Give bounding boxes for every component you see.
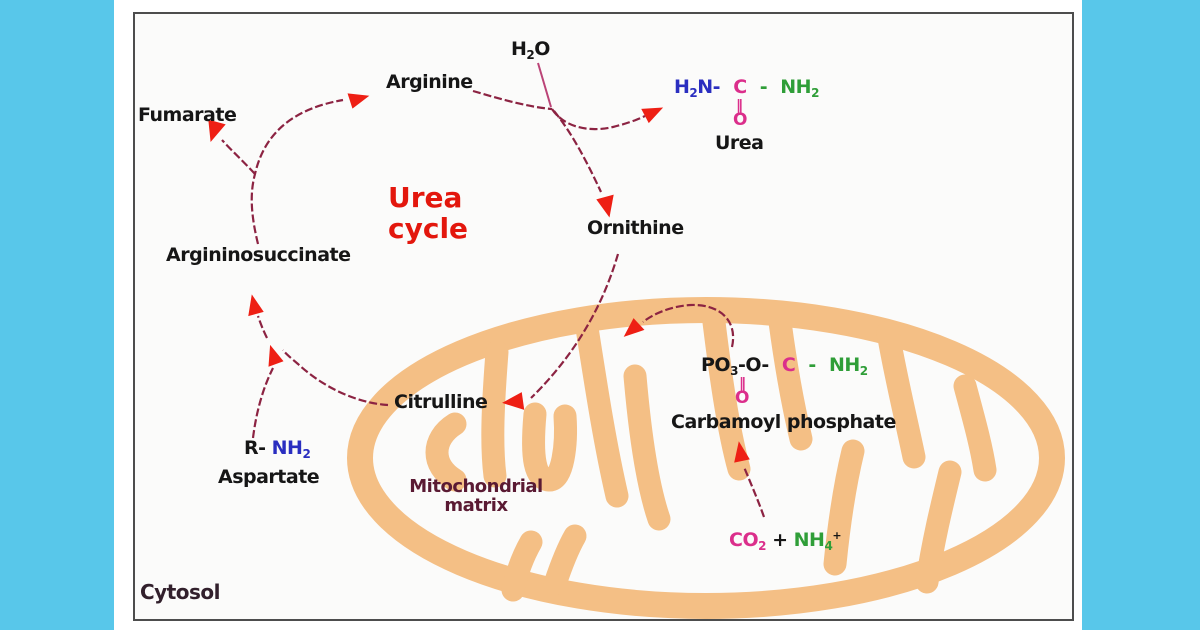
crista <box>575 316 629 508</box>
matrix-line2: matrix <box>444 494 508 516</box>
substrates-formula: CO2 + NH4+ <box>729 529 842 553</box>
arrowhead-mid-argininosuccinate <box>268 344 284 367</box>
plus-sign: + <box>772 529 788 551</box>
urea-carbon: C <box>733 76 747 98</box>
label-water: H2O <box>511 38 550 62</box>
label-fumarate: Fumarate <box>138 104 237 126</box>
arrow-argininosuccinate-to-arginine <box>250 98 344 245</box>
crista <box>481 340 509 488</box>
urea-amine-right: NH2 <box>780 76 819 100</box>
arrow-aspartate-feeder <box>251 367 274 439</box>
label-urea: Urea <box>715 132 764 154</box>
arrow-to-argininosuccinate-tip <box>256 315 268 339</box>
co2: CO2 <box>729 529 766 553</box>
crista <box>768 310 813 451</box>
crista <box>876 320 926 469</box>
arrowhead-to-urea <box>641 107 664 124</box>
urea-dash: - <box>759 76 768 98</box>
title-line2: cycle <box>388 212 469 246</box>
carbamoyl-phosphate-part: PO3-O- <box>701 354 769 378</box>
arrow-branch-to-fumarate <box>221 139 256 175</box>
arrowhead-to-argininosuccinate <box>248 294 264 317</box>
label-aspartate: Aspartate <box>218 466 320 488</box>
arrow-carbamoyl-feeder <box>642 303 735 348</box>
reaction-arrows <box>221 89 766 518</box>
crista <box>543 524 587 596</box>
aspartate-nh2: NH2 <box>271 437 311 461</box>
arrowhead-carbamoyl-join <box>623 318 645 337</box>
diagram-graphics <box>208 62 1065 619</box>
arrow-citrulline-to-argininosuccinate <box>282 349 389 407</box>
carbamoyl-formula: PO3-O- C - NH2 <box>701 354 868 378</box>
arrowhead-to-fumarate <box>208 119 226 143</box>
arrow-junction-to-ornithine <box>553 110 602 193</box>
mitochondrion-cristae <box>425 302 997 602</box>
label-carbamoyl-phosphate: Carbamoyl phosphate <box>671 411 896 433</box>
right-cyan-band <box>1082 0 1200 630</box>
arrow-junction-to-urea <box>551 108 646 131</box>
arrowhead-to-carbamoyl <box>734 441 750 463</box>
matrix-line1: Mitochondrial <box>409 476 543 497</box>
urea-oxygen: O <box>733 110 747 130</box>
crista <box>701 302 751 481</box>
aspartate-formula: R- NH2 <box>244 437 311 461</box>
water-h: H <box>511 38 527 60</box>
ammonium-charge: + <box>832 529 842 542</box>
arrow-ornithine-to-citrulline <box>530 253 620 399</box>
label-arginine: Arginine <box>386 71 473 93</box>
left-cyan-band <box>0 0 114 630</box>
carbamoyl-dash: - <box>808 354 816 376</box>
crista <box>823 439 865 576</box>
urea-formula: H2N- C - NH2 <box>674 76 819 100</box>
carbamoyl-double-bond: ‖ <box>739 376 746 392</box>
water-o: O <box>534 38 550 60</box>
crista <box>623 364 671 531</box>
mitochondrion <box>347 297 1065 619</box>
crista <box>953 374 997 482</box>
arrow-co2-to-carbamoyl <box>742 466 766 518</box>
arrow-arginine-to-junction <box>472 89 553 111</box>
crista <box>501 530 543 602</box>
label-argininosuccinate: Argininosuccinate <box>166 244 351 266</box>
crista <box>522 402 577 492</box>
arrowheads <box>208 93 750 463</box>
crista <box>915 460 962 594</box>
crista <box>425 412 467 492</box>
label-ornithine: Ornithine <box>587 217 684 239</box>
carbamoyl-carbon: C <box>781 354 796 376</box>
aspartate-r: R- <box>244 437 266 459</box>
arrowhead-to-citrulline <box>502 392 525 410</box>
title-line1: Urea <box>388 181 463 214</box>
urea-amine-left: H2N- <box>674 76 721 100</box>
arrowhead-to-arginine <box>347 93 370 109</box>
label-mitochondrial-matrix: Mitochondrial matrix <box>398 476 554 516</box>
water-input-line <box>537 62 552 108</box>
diagram-title: Urea cycle <box>388 182 468 245</box>
urea-double-bond: ‖ <box>736 98 743 114</box>
carbamoyl-amine: NH2 <box>828 354 868 378</box>
ammonium: NH4 <box>793 529 833 553</box>
diagram-canvas: Fumarate Arginine H2O Urea cycle Ornithi… <box>133 12 1074 621</box>
label-citrulline: Citrulline <box>394 391 488 413</box>
label-cytosol: Cytosol <box>140 580 221 604</box>
carbamoyl-oxygen: O <box>735 388 749 408</box>
arrowhead-to-ornithine <box>596 194 614 218</box>
water-sub: 2 <box>526 48 535 62</box>
